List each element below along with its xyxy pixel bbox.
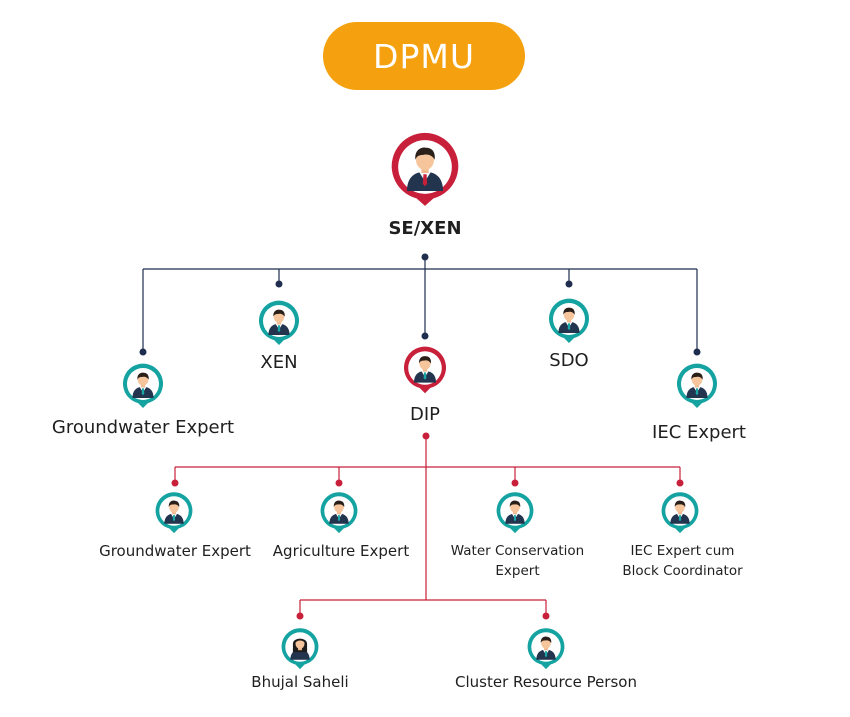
red-junction-dots [171,432,684,620]
navy-junction-dots [139,253,701,356]
xen-label: XEN [260,352,298,373]
water-conservation-line1: Water Conservation [450,543,585,559]
iec-block-line2: Block Coordinator [622,563,743,579]
water-conservation-expert-pin [496,492,534,534]
cluster-resource-person-pin [527,628,565,670]
groundwater-expert-pin [155,492,193,534]
iec-block-line1: IEC Expert cum [630,543,735,559]
groundwater-expert-top-pin [123,363,163,408]
groundwater-expert-top-label: Groundwater Expert [51,417,235,438]
se-xen-label: SE/XEN [388,218,462,239]
iec-block-coordinator-pin [661,492,699,534]
sdo-pin [549,298,589,343]
groundwater-expert-label: Groundwater Expert [99,542,251,560]
red-connectors [174,436,681,616]
cluster-resource-person-label: Cluster Resource Person [455,673,637,691]
bhujal-saheli-pin [281,628,319,670]
navy-connectors [142,257,698,352]
dip-label: DIP [409,404,441,425]
dip-pin [404,346,446,394]
water-conservation-line2: Expert [495,563,540,579]
water-conservation-expert-label: Water Conservation Expert [440,541,595,581]
bhujal-saheli-label: Bhujal Saheli [251,673,349,691]
agriculture-expert-label: Agriculture Expert [272,542,410,560]
xen-pin [259,300,299,345]
title-badge: DPMU [323,22,525,90]
iec-expert-label: IEC Expert [652,422,746,443]
sdo-label: SDO [549,350,589,371]
iec-expert-pin [677,363,717,408]
se-xen-pin [391,132,459,206]
agriculture-expert-pin [320,492,358,534]
iec-block-coordinator-label: IEC Expert cum Block Coordinator [605,541,760,581]
